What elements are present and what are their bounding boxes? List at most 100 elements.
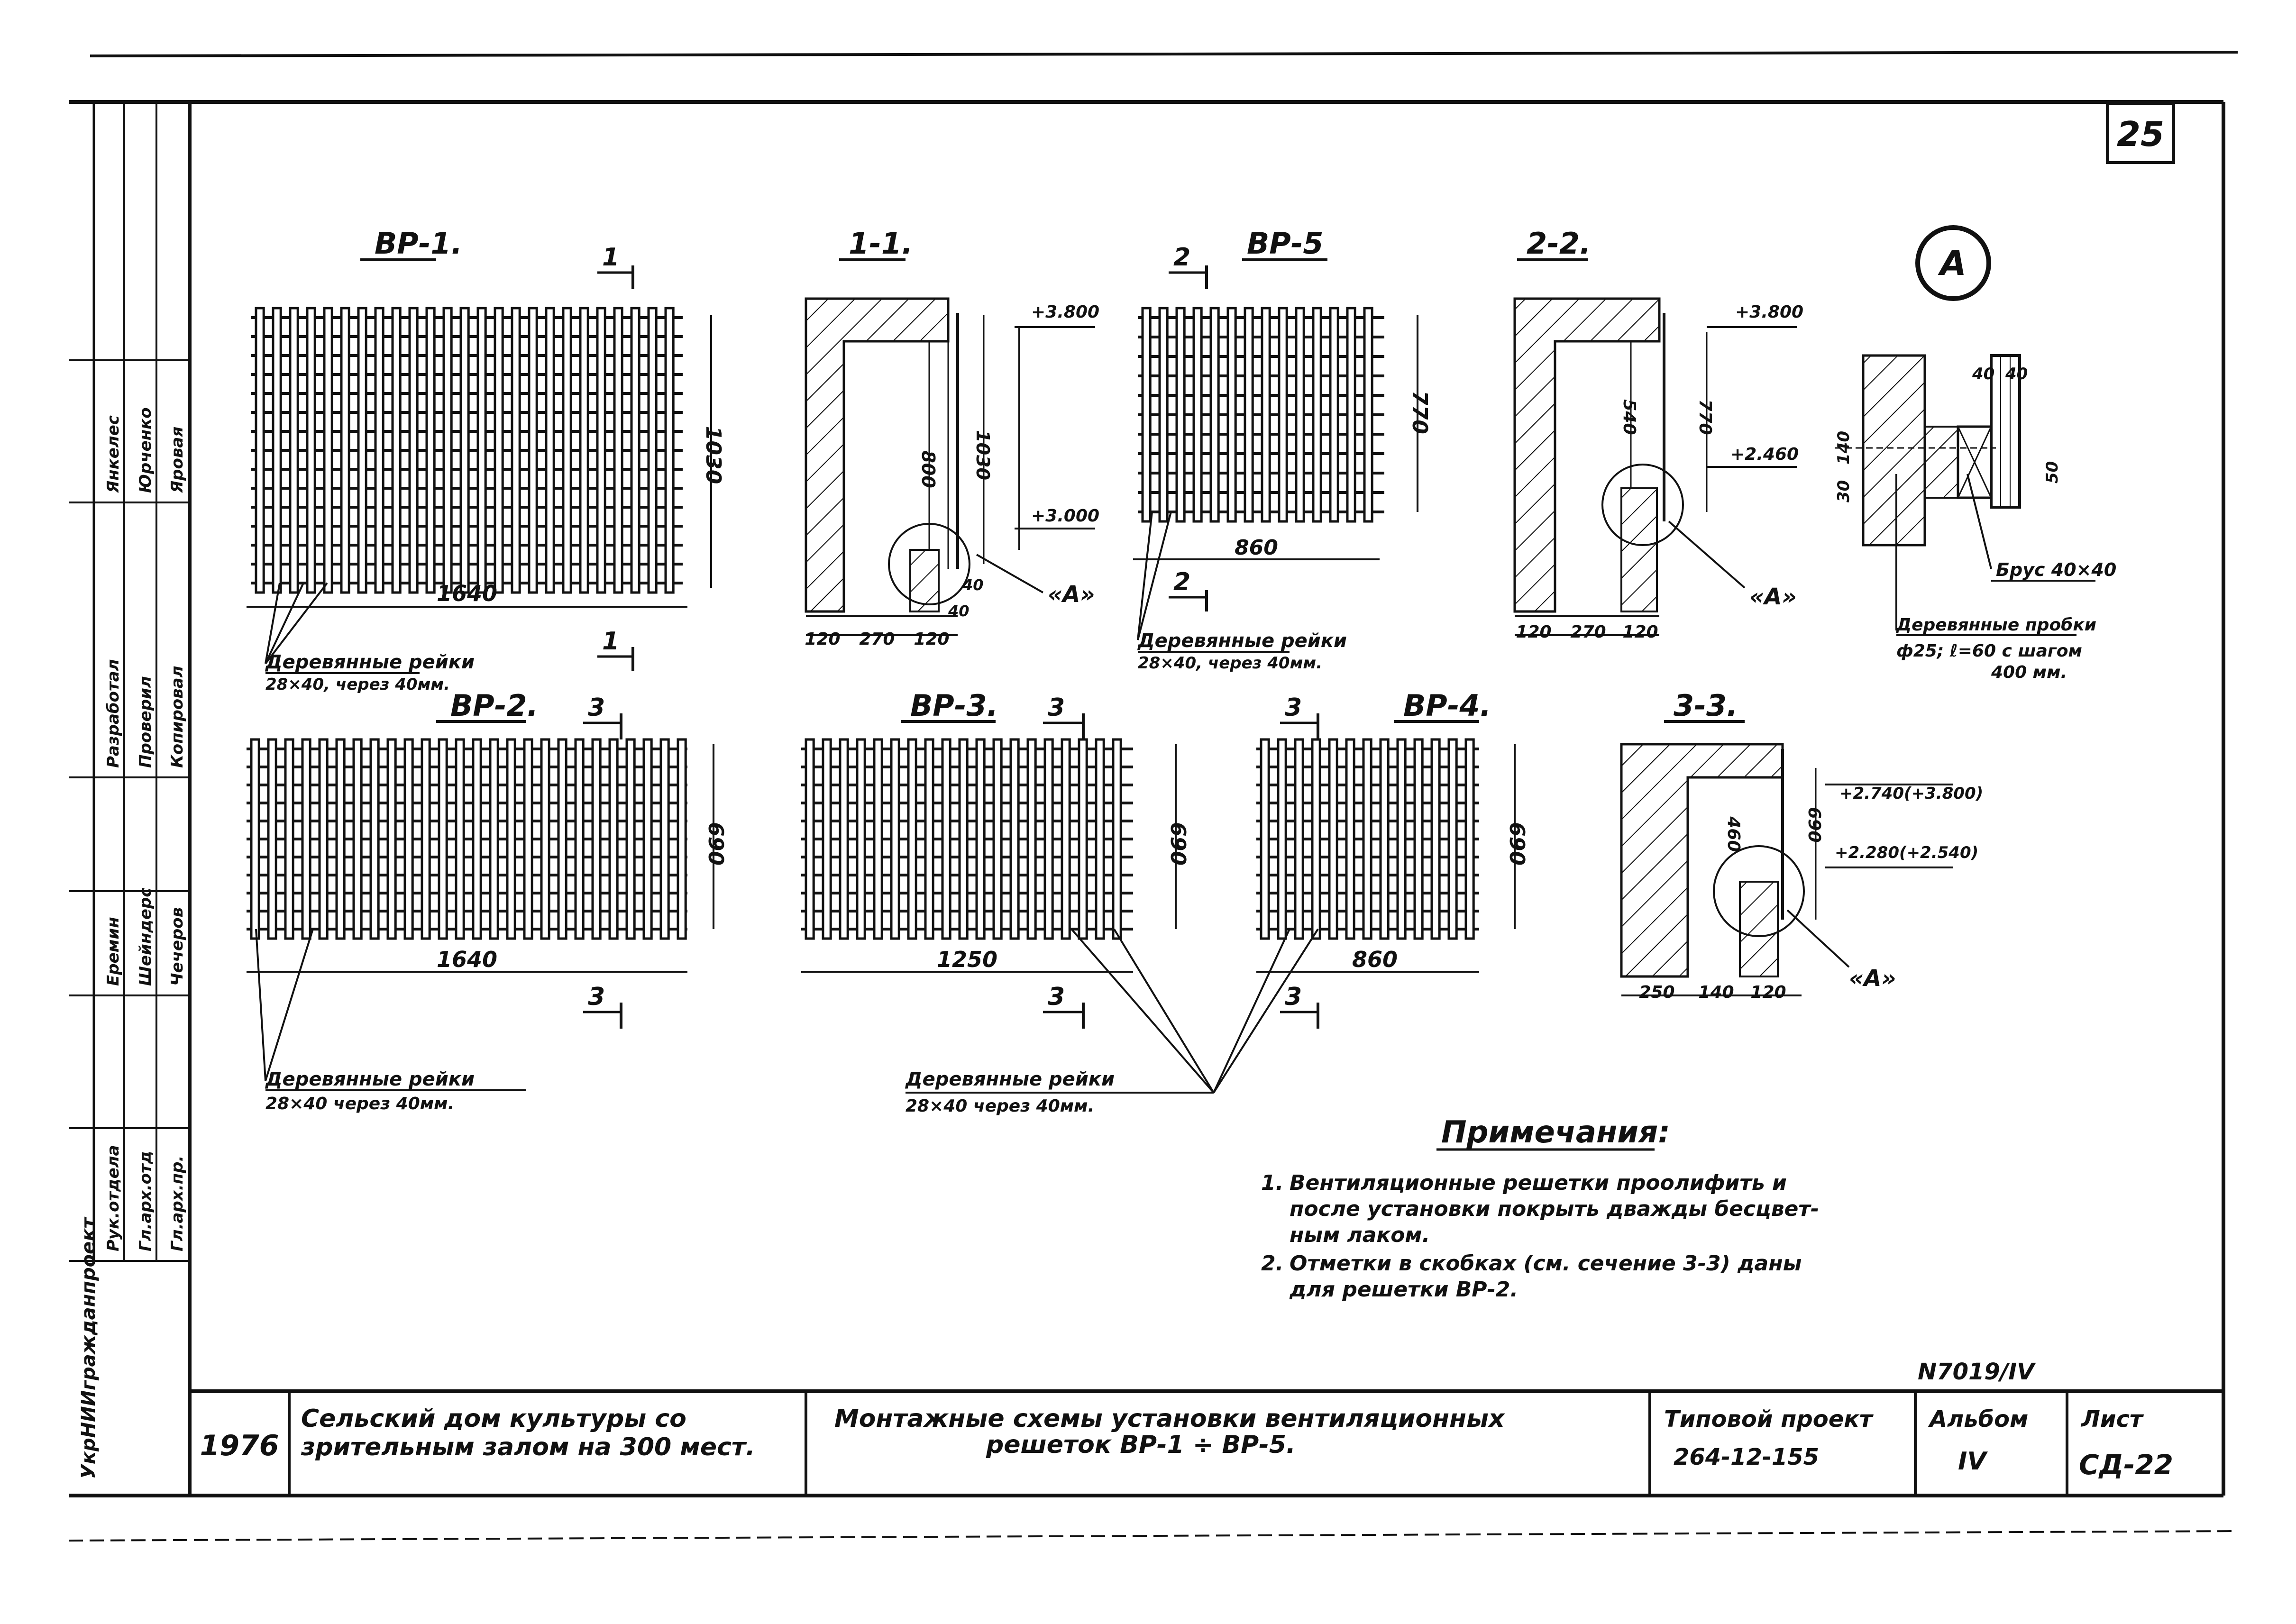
grille-slat: [1294, 738, 1304, 940]
grille-slat: [839, 738, 849, 940]
grille-slat: [386, 738, 397, 940]
drawing-title-line2: решеток ВР-1 ÷ ВР-5.: [986, 1431, 1296, 1459]
grille-slat: [625, 738, 636, 940]
title-block: 1976 Сельский дом культуры со зрительным…: [190, 1389, 2223, 1496]
object-line1: Сельский дом культуры со: [301, 1405, 686, 1433]
detail-a-40a: 40: [1972, 365, 1994, 383]
grille-slat: [357, 307, 367, 594]
grille-slat: [975, 738, 986, 940]
grille-slat: [318, 738, 329, 940]
project-number: 264-12-155: [1674, 1444, 1819, 1470]
elev-s11-top: +3.800: [1031, 302, 1099, 322]
grille-slat: [1261, 307, 1271, 523]
grille-slat: [608, 738, 619, 940]
section-3-3: 3-3. 250 140 120 460 690 +2.740(+3.800) …: [1620, 688, 1983, 1002]
notes-title: Примечания:: [1441, 1115, 1670, 1150]
sheet-label: Лист: [2080, 1406, 2144, 1432]
note-1-num: 1.: [1261, 1171, 1283, 1195]
grille-slat: [425, 307, 436, 594]
dim-s22-b2: 270: [1570, 622, 1606, 642]
title-vr4: ВР-4.: [1403, 688, 1491, 723]
grille-slat: [306, 307, 316, 594]
slats-label-d-1: Деревянные рейки: [905, 1068, 1115, 1090]
section-1-1: 1-1. 120 270 120 800 1030 +3.800 +3.000 …: [805, 226, 1099, 649]
section-2-2: 2-2. 120 270 120 540 770 +3.800 +2.460 «…: [1513, 226, 1803, 642]
grille-slat: [494, 307, 504, 594]
dim-s11-b2: 270: [859, 630, 895, 649]
grille-slat: [267, 738, 277, 940]
grille-slat: [255, 307, 265, 594]
grille-slat: [1278, 307, 1288, 523]
drawing-title-line1: Монтажные схемы установки вентиляционных: [834, 1405, 1505, 1433]
detail-a-40b: 40: [2005, 365, 2028, 383]
slats-label-b-2: 28×40, через 40мм.: [1138, 654, 1322, 673]
grille-slat: [1141, 307, 1152, 523]
dim-vr5-height: 770: [1408, 391, 1432, 434]
grille-slat: [1345, 738, 1355, 940]
grille-slat: [647, 307, 658, 594]
slats-label-b-1: Деревянные рейки: [1137, 630, 1347, 652]
grille-slat: [289, 307, 299, 594]
note-2-line2: для решетки ВР-2.: [1289, 1277, 1518, 1302]
grille-slat: [1244, 307, 1254, 523]
dim-vr3-height: 690: [1166, 822, 1190, 866]
note-1-line2: после установки покрыть дважды бесцвет-: [1290, 1197, 1819, 1221]
grille-slat: [1413, 738, 1424, 940]
grille-slat: [630, 307, 640, 594]
slats-label-c-1: Деревянные рейки: [265, 1068, 475, 1090]
grille-vr2-slats: [247, 738, 687, 940]
grille-slat: [352, 738, 363, 940]
grille-slat: [1464, 738, 1475, 940]
page-number-box: 25: [2106, 102, 2175, 164]
grille-slat: [805, 738, 815, 940]
dim-vr4-height: 690: [1505, 822, 1529, 866]
grille-slat: [391, 307, 402, 594]
grille-slat: [1226, 307, 1237, 523]
grille-slat: [374, 307, 384, 594]
grille-vr5: ВР-5 860 770 2 2 Деревянные рейки 28×40,…: [1133, 226, 1432, 673]
grille-vr4-slats: [1256, 738, 1479, 940]
grille-slat: [1158, 307, 1169, 523]
dim-s22-b1: 120: [1516, 622, 1551, 642]
grille-slat: [1328, 738, 1338, 940]
grille-slat: [1311, 738, 1321, 940]
detail-a-ref-2: «А»: [1749, 584, 1797, 610]
stamp-name-6: Яровая: [168, 427, 187, 493]
dim-s33-b3: 120: [1750, 983, 1786, 1002]
grille-slat: [992, 738, 1003, 940]
grille-slat: [907, 738, 917, 940]
grille-slat: [323, 307, 333, 594]
grille-slat: [890, 738, 900, 940]
stamp-name-4: Янкелес: [104, 415, 123, 493]
grille-slat: [476, 307, 487, 594]
grille-slat: [1061, 738, 1071, 940]
grille-slat: [511, 307, 521, 594]
title-vr1: ВР-1.: [375, 226, 462, 261]
slats-label-d-2: 28×40 через 40мм.: [906, 1096, 1094, 1116]
dim-s33-460: 460: [1724, 816, 1743, 852]
stamp-name-5: Юрченко: [136, 407, 155, 493]
grille-slat: [613, 307, 623, 594]
notes: Примечания: 1. Вентиляционные решетки пр…: [1261, 1115, 1819, 1302]
grille-slat: [941, 738, 951, 940]
dim-s11-800: 800: [918, 450, 939, 488]
page-number: 25: [2117, 114, 2164, 154]
grille-slat: [562, 307, 572, 594]
marker-vr2-bottom: 3: [588, 983, 605, 1011]
dim-vr1-height: 1030: [701, 426, 725, 484]
slats-label-c-2: 28×40 через 40мм.: [265, 1094, 454, 1113]
grille-slat: [489, 738, 499, 940]
grille-slat: [873, 738, 883, 940]
stamp-role-1: Рук.отдела: [104, 1145, 123, 1251]
marker-vr1-top: 1: [602, 243, 619, 272]
plugs-label-1: Деревянные пробки: [1896, 615, 2096, 635]
marker-vr3-top: 3: [1048, 693, 1065, 722]
stamp-name-1: Еремин: [104, 917, 123, 986]
year: 1976: [200, 1429, 279, 1462]
dim-vr3-width: 1250: [937, 947, 997, 972]
dim-s33-690: 690: [1804, 807, 1824, 842]
grille-slat: [369, 738, 380, 940]
grille-slat: [250, 738, 260, 940]
grille-slat: [1009, 738, 1020, 940]
dim-s11-b1: 120: [805, 630, 840, 649]
